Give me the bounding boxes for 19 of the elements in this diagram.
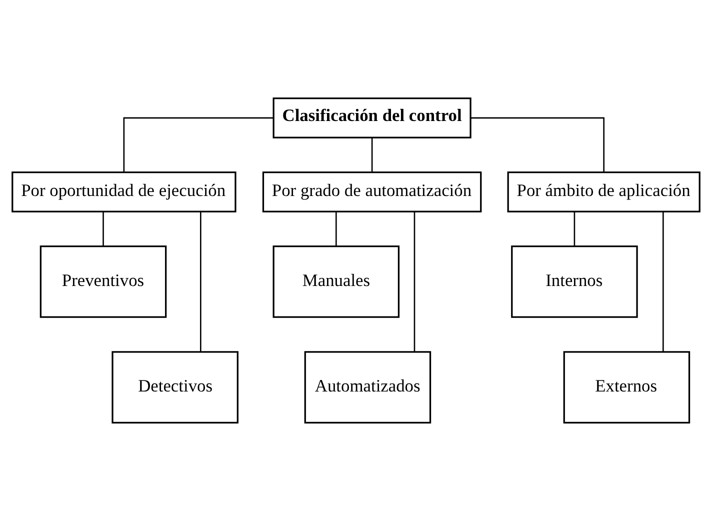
connector: [102, 211, 104, 246]
connector: [574, 211, 576, 246]
connector: [470, 116, 604, 172]
node-box: Por ámbito de aplicación: [507, 171, 700, 212]
node-box: Automatizados: [304, 350, 432, 423]
connector: [414, 211, 416, 352]
node-box: Preventivos: [40, 245, 167, 318]
node-box: Por grado de automatización: [262, 171, 482, 212]
connector: [371, 137, 373, 172]
connector: [662, 211, 664, 352]
node-box: Manuales: [272, 245, 400, 318]
node-box: Por oportunidad de ejecución: [12, 171, 236, 212]
node-box: Clasificación del control: [272, 97, 472, 138]
connector: [335, 211, 337, 246]
node-box: Externos: [563, 350, 690, 423]
node-box: Internos: [511, 245, 638, 318]
connector: [123, 116, 274, 172]
connector: [200, 211, 202, 352]
node-box: Detectivos: [112, 350, 238, 423]
